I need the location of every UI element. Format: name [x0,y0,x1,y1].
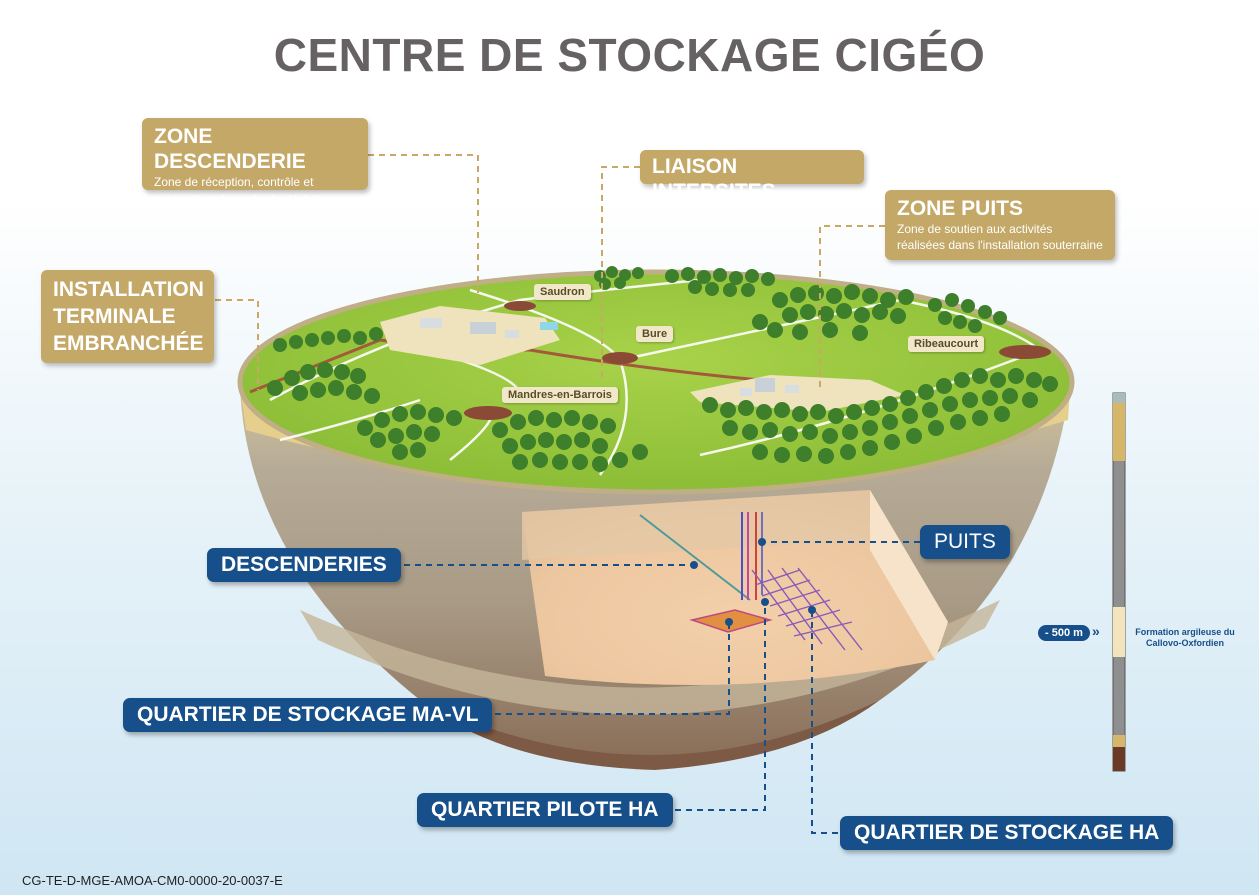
installation-terminale-line1: INSTALLATION [53,278,204,301]
building [470,322,496,334]
town-patch [504,301,536,311]
zone-descenderie-description: Zone de réception, contrôle et préparati… [154,175,327,206]
forest-southeast [702,368,1058,464]
forest-east [928,293,1007,333]
stratum-clay [300,600,1000,715]
forest-south [492,410,648,472]
connector-dots [690,538,816,626]
town-label-mandres: Mandres-en-Barrois [502,387,618,403]
liaison-intersites-title: LIAISON INTERSITES [652,155,776,204]
zone-puits-title: ZONE PUITS [897,197,1024,220]
descenderies-label: DESCENDERIES [207,548,401,582]
liaison-intersites-label: LIAISON INTERSITES [640,150,864,203]
quartier-ha-label: QUARTIER DE STOCKAGE HA [840,816,1174,850]
page-title: CENTRE DE STOCKAGE CIGÉO [273,29,986,81]
zone-puits-label: ZONE PUITS Zone de soutien aux activités… [885,190,1115,260]
building [785,385,799,393]
zone-descenderie-label: ZONE DESCENDERIE Zone de réception, cont… [142,118,368,206]
quartier-ma-vl-label: QUARTIER DE STOCKAGE MA-VL [123,698,493,732]
stratigraphic-column [1112,392,1126,772]
depth-badge: - 500 m [1038,625,1090,641]
installation-terminale-line3: EMBRANCHÉE [53,332,204,355]
building [505,330,519,338]
document-reference: CG-TE-D-MGE-AMOA-CM0-0000-20-0037-E [22,873,283,888]
zone-descenderie-title: ZONE DESCENDERIE [154,125,306,174]
forest-north [665,267,775,297]
forest-north-left [594,266,644,290]
town-patch [602,352,638,364]
cutaway-right [870,490,948,660]
building [540,322,558,330]
forest-south-west [357,404,462,460]
building [755,378,775,392]
town-patch [999,345,1051,359]
puits-label: PUITS [920,525,1010,559]
formation-label: Formation argileuse du Callovo-Oxfordien [1130,627,1240,649]
formation-line2: Callovo-Oxfordien [1145,637,1224,648]
forest-southwest [267,362,380,404]
installation-terminale-line2: TERMINALE [53,305,176,328]
town-patch [464,406,512,420]
building [740,388,752,396]
surface-connectors [215,154,885,392]
installation-terminale-label: INSTALLATION TERMINALE EMBRANCHÉE [41,270,214,363]
formation-line1: Formation argileuse du [1135,627,1235,637]
building [420,318,442,328]
underground-structures [639,512,863,651]
tree-icon [267,266,1058,472]
zone-puits-description: Zone de soutien aux activités réalisées … [897,222,1103,253]
forest-west [273,327,383,352]
town-label-bure: Bure [636,326,674,342]
underground-connectors [393,541,920,834]
chevron-right-icon: » [1092,623,1100,639]
town-label-ribeaucourt: Ribeaucourt [908,336,985,352]
town-label-saudron: Saudron [534,284,591,300]
quartier-pilote-ha-label: QUARTIER PILOTE HA [417,793,673,827]
